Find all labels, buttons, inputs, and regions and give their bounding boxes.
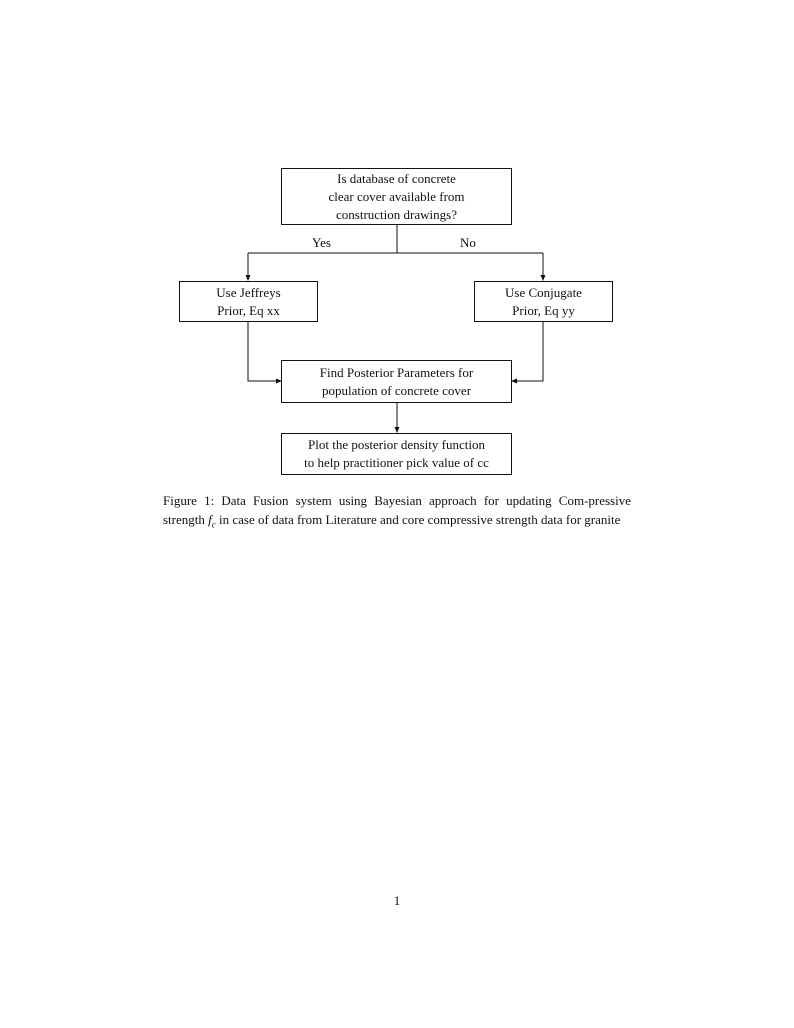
question-node: Is database of concrete clear cover avai… <box>281 168 512 225</box>
plot-density-node: Plot the posterior density function to h… <box>281 433 512 475</box>
conjugate-line-2: Prior, Eq yy <box>512 302 575 318</box>
yes-label: Yes <box>312 235 331 250</box>
jeffreys-line-1: Use Jeffreys <box>216 284 281 300</box>
question-line-3: construction drawings? <box>336 206 457 222</box>
caption-suffix: in case of data from Literature and core… <box>215 512 621 527</box>
arrow-conjugate-to-posterior <box>511 321 544 384</box>
posterior-line-2: population of concrete cover <box>321 382 472 398</box>
conjugate-line-1: Use Conjugate <box>505 284 582 300</box>
conjugate-prior-node: Use Conjugate Prior, Eq yy <box>474 281 613 322</box>
caption-symbol: f <box>208 512 212 527</box>
caption-subscript: c <box>211 519 216 530</box>
arrow-jeffreys-to-posterior <box>247 321 282 384</box>
plot-line-2: to help practitioner pick value of cc <box>304 455 489 470</box>
posterior-line-1: Find Posterior Parameters for <box>319 364 474 380</box>
question-line-1: Is database of concrete <box>337 170 456 186</box>
posterior-parameters-node: Find Posterior Parameters for population… <box>281 360 512 403</box>
figure-caption: Figure 1: Data Fusion system using Bayes… <box>163 491 631 535</box>
question-line-2: clear cover available from <box>328 188 465 204</box>
no-label: No <box>460 235 476 250</box>
caption-prefix: Figure 1: Data Fusion system using Bayes… <box>163 493 631 527</box>
plot-line-1: Plot the posterior density function <box>308 437 485 452</box>
page-number: 1 <box>393 893 401 908</box>
jeffreys-line-2: Prior, Eq xx <box>217 302 280 318</box>
jeffreys-prior-node: Use Jeffreys Prior, Eq xx <box>179 281 318 322</box>
